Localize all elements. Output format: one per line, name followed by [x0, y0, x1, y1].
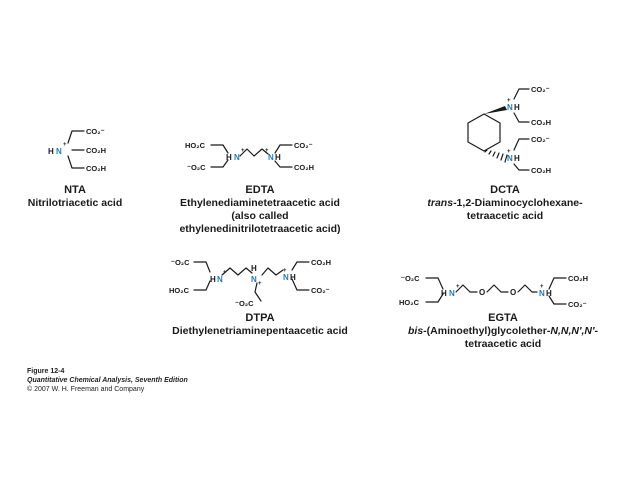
dtpa-nitrogen-label: N — [283, 273, 289, 282]
nta-name: NTA Nitrilotriacetic acid — [20, 184, 130, 210]
edta-plus-charge: + — [265, 148, 269, 154]
egta-full-name-line1: bis-(Aminoethyl)glycolether-N,N,N′,N′- — [378, 325, 628, 338]
edta-name: EDTA Ethylenediaminetetraacetic acid (al… — [155, 184, 365, 236]
edta-carboxylic-acid-label: CO₂H — [294, 163, 314, 172]
dtpa-structure: ⁻O₂C HO₂C ⁻O₂C CO₂H CO₂⁻ H N H N N H + +… — [169, 258, 331, 308]
edta-alias-note: (also called — [231, 210, 289, 222]
egta-abbreviation: EGTA — [488, 312, 518, 324]
book-title: Quantitative Chemical Analysis, Seventh … — [27, 377, 188, 384]
egta-full-name-line2: tetraacetic acid — [464, 338, 542, 350]
dtpa-full-name: Diethylenetriaminepentaacetic acid — [172, 325, 348, 337]
egta-carboxylate-label: CO₂⁻ — [568, 300, 587, 309]
dcta-name-rest: -1,2-Diaminocyclohexane- — [453, 197, 583, 209]
egta-plus-charge: + — [456, 284, 460, 290]
figure-caption: Figure 12-4 Quantitative Chemical Analys… — [27, 367, 188, 394]
egta-hydrogen-label: H — [546, 289, 552, 298]
edta-carboxylate-label: CO₂⁻ — [294, 141, 313, 150]
edta-hydrogen-label: H — [275, 153, 281, 162]
nta-carboxylic-acid-label: CO₂H — [86, 164, 106, 173]
dcta-nitrogen-label: N — [507, 103, 513, 112]
dcta-plus-charge: + — [507, 149, 511, 155]
dtpa-carboxylate-label: ⁻O₂C — [235, 299, 254, 308]
dtpa-hydrogen-label: H — [210, 275, 216, 284]
dcta-nitrogen-label: N — [507, 154, 513, 163]
dtpa-hydrogen-label: H — [251, 264, 257, 273]
edta-nitrogen-label: N — [234, 153, 240, 162]
figure-number: Figure 12-4 — [27, 368, 65, 375]
dtpa-plus-charge: + — [223, 270, 227, 276]
dcta-abbreviation: DCTA — [490, 184, 520, 196]
dcta-full-name-line2: tetraacetic acid — [466, 210, 544, 222]
dcta-name: DCTA trans-1,2-Diaminocyclohexane- tetra… — [405, 184, 605, 223]
edta-nitrogen-label: N — [268, 153, 274, 162]
egta-carboxylate-label: ⁻O₂C — [401, 274, 420, 283]
dcta-carboxylic-acid-label: CO₂H — [531, 166, 551, 175]
nta-hydrogen-label: H — [48, 147, 54, 156]
nta-carboxylate-label: CO₂⁻ — [86, 127, 105, 136]
egta-n-locants: N,N,N′,N′ — [550, 325, 595, 337]
dcta-carboxylate-label: CO₂⁻ — [531, 135, 550, 144]
egta-structure: ⁻O₂C HO₂C CO₂H CO₂⁻ H N O O N H + + — [399, 274, 588, 309]
nta-nitrogen-label: N — [56, 147, 62, 156]
dtpa-nitrogen-label: N — [217, 275, 223, 284]
dtpa-carboxylate-label: CO₂⁻ — [311, 286, 330, 295]
dtpa-hydrogen-label: H — [290, 273, 296, 282]
egta-hydrogen-label: H — [441, 289, 447, 298]
edta-carboxylate-label: ⁻O₂C — [187, 163, 206, 172]
egta-oxygen-label: O — [510, 288, 516, 297]
dcta-stereo-prefix: trans — [427, 197, 454, 209]
dcta-hydrogen-label: H — [514, 103, 520, 112]
egta-prefix: bis — [408, 325, 424, 337]
nta-structure: CO₂⁻ CO₂H CO₂H H N + — [48, 127, 106, 173]
edta-hydrogen-label: H — [226, 153, 232, 162]
egta-name-mid: -(Aminoethyl)glycolether- — [423, 325, 551, 337]
dcta-carboxylic-acid-label: CO₂H — [531, 118, 551, 127]
dtpa-plus-charge: + — [258, 281, 262, 287]
egta-nitrogen-label: N — [449, 289, 455, 298]
egta-name: EGTA bis-(Aminoethyl)glycolether-N,N,N′,… — [378, 312, 628, 351]
dtpa-name: DTPA Diethylenetriaminepentaacetic acid — [150, 312, 370, 338]
dcta-structure: CO₂⁻ CO₂H CO₂⁻ CO₂H N H N H + + — [467, 85, 551, 175]
egta-carboxylic-acid-label: HO₂C — [399, 298, 420, 307]
dcta-carboxylate-label: CO₂⁻ — [531, 85, 550, 94]
edta-full-name: Ethylenediaminetetraacetic acid — [180, 197, 340, 209]
dcta-plus-charge: + — [507, 98, 511, 104]
egta-nitrogen-label: N — [539, 289, 545, 298]
nta-abbreviation: NTA — [64, 184, 86, 196]
dtpa-abbreviation: DTPA — [245, 312, 275, 324]
dtpa-nitrogen-label: N — [251, 275, 257, 284]
edta-alias-name: ethylenedinitrilotetraacetic acid) — [179, 223, 341, 235]
egta-carboxylic-acid-label: CO₂H — [568, 274, 588, 283]
edta-structure: HO₂C ⁻O₂C CO₂⁻ CO₂H H N N H + + — [185, 141, 314, 172]
copyright-line: © 2007 W. H. Freeman and Company — [27, 386, 145, 393]
nta-carboxylic-acid-label: CO₂H — [86, 146, 106, 155]
egta-plus-charge: + — [540, 284, 544, 290]
dcta-full-name-line1: trans-1,2-Diaminocyclohexane- — [405, 197, 605, 210]
dtpa-carboxylic-acid-label: HO₂C — [169, 286, 190, 295]
nta-full-name: Nitrilotriacetic acid — [27, 197, 123, 209]
edta-plus-charge: + — [241, 148, 245, 154]
dcta-hydrogen-label: H — [514, 154, 520, 163]
egta-name-end: - — [594, 325, 598, 337]
edta-carboxylic-acid-label: HO₂C — [185, 141, 206, 150]
dtpa-plus-charge: + — [283, 268, 287, 274]
edta-abbreviation: EDTA — [245, 184, 275, 196]
dtpa-carboxylate-label: ⁻O₂C — [171, 258, 190, 267]
dtpa-carboxylic-acid-label: CO₂H — [311, 258, 331, 267]
nta-plus-charge: + — [63, 142, 67, 148]
egta-oxygen-label: O — [479, 288, 485, 297]
